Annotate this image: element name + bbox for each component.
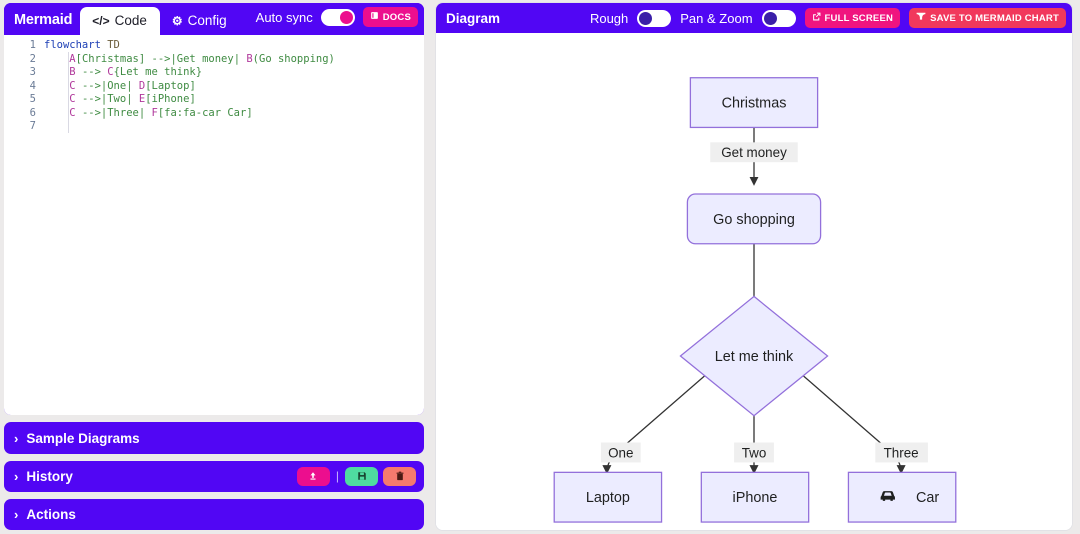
svg-text:Two: Two (742, 445, 767, 460)
line-number: 1 (29, 39, 36, 51)
editor-card: Mermaid </> Code ⚙ Config Auto sync (4, 3, 424, 416)
app-brand: Mermaid (14, 12, 73, 28)
chevron-right-icon: › (14, 430, 19, 446)
code-line[interactable]: flowchart TD (44, 39, 120, 51)
book-icon (370, 11, 379, 23)
code-line[interactable]: A[Christmas] -->|Get money| B(Go shoppin… (69, 52, 335, 65)
tab-config-label: Config (187, 13, 227, 28)
line-number: 2 (29, 52, 36, 65)
pan-zoom-label: Pan & Zoom (680, 10, 753, 26)
divider: | (335, 469, 339, 484)
diagram-header: Diagram Rough Pan & Zoom FULL SCREEN (436, 3, 1072, 33)
full-screen-label: FULL SCREEN (824, 12, 894, 24)
svg-text:Car: Car (916, 490, 939, 506)
diagram-title: Diagram (446, 10, 501, 26)
tab-code[interactable]: </> Code (80, 7, 160, 35)
save-button[interactable] (345, 466, 378, 486)
svg-text:Laptop: Laptop (586, 490, 630, 506)
save-to-mermaid-chart-label: SAVE TO MERMAID CHART (930, 12, 1059, 24)
svg-text:iPhone: iPhone (733, 490, 778, 506)
delete-button[interactable] (383, 466, 416, 486)
docs-button[interactable]: DOCS (362, 7, 418, 27)
car-icon (880, 491, 895, 501)
svg-text:One: One (608, 445, 633, 460)
rough-label: Rough (589, 10, 629, 26)
code-line[interactable]: C -->|One| D[Laptop] (69, 79, 196, 92)
rough-toggle[interactable] (637, 9, 672, 27)
editor-header: Mermaid </> Code ⚙ Config Auto sync (4, 3, 424, 35)
diagram-pane: Diagram Rough Pan & Zoom FULL SCREEN (436, 0, 1076, 534)
code-line[interactable] (44, 120, 424, 134)
code-icon: </> (92, 13, 110, 28)
diagram-card: Diagram Rough Pan & Zoom FULL SCREEN (436, 3, 1072, 530)
chevron-right-icon: › (14, 468, 19, 484)
accordion-actions[interactable]: › Actions (4, 498, 424, 531)
node-go-shopping[interactable]: Go shopping (686, 193, 822, 245)
code-line[interactable]: B --> C{Let me think} (69, 66, 203, 78)
accordion-history-label: History (26, 468, 73, 484)
node-let-me-think[interactable]: Let me think (679, 295, 829, 417)
code-line[interactable]: C -->|Two| E[iPhone] (69, 93, 196, 105)
edge-label-two: Two (734, 442, 774, 463)
edge-label-three: Three (875, 442, 928, 463)
accordion-history[interactable]: › History | (4, 460, 424, 492)
diagram-canvas[interactable]: Get money One Two Three (436, 33, 1072, 530)
svg-text:Go shopping: Go shopping (713, 212, 795, 228)
chevron-right-icon: › (14, 506, 19, 522)
line-number: 6 (29, 106, 36, 119)
save-to-mermaid-chart-button[interactable]: SAVE TO MERMAID CHART (909, 8, 1066, 28)
code-line[interactable]: C -->|Three| F[fa:fa-car Car] (69, 106, 253, 119)
toggle-knob (763, 11, 777, 25)
full-screen-button[interactable]: FULL SCREEN (804, 8, 901, 28)
indent-guide (68, 52, 69, 133)
editor-header-actions: Auto sync DOCS (256, 7, 418, 27)
auto-sync-label: Auto sync (255, 9, 313, 25)
accordion-actions-label: Actions (26, 506, 76, 522)
history-actions: | (296, 466, 416, 486)
toggle-knob (639, 11, 653, 25)
node-christmas[interactable]: Christmas (689, 77, 819, 129)
gear-icon: ⚙ (171, 13, 183, 28)
diagram-header-actions: Rough Pan & Zoom FULL SCREEN (590, 8, 1066, 28)
auto-sync-toggle[interactable] (320, 8, 355, 26)
line-number: 7 (29, 120, 36, 132)
node-iphone[interactable]: iPhone (700, 471, 810, 523)
pan-zoom-toggle[interactable] (761, 9, 796, 27)
node-car[interactable]: Car (847, 471, 957, 523)
line-number: 3 (29, 66, 36, 78)
code-text-area[interactable]: flowchart TD A[Christmas] -->|Get money|… (44, 35, 424, 415)
tab-code-label: Code (114, 13, 147, 28)
toggle-knob (339, 10, 353, 24)
line-number: 4 (29, 79, 36, 92)
svg-text:Get money: Get money (721, 145, 787, 160)
external-link-icon (812, 12, 821, 24)
flowchart-svg: Get money One Two Three (553, 77, 957, 523)
node-laptop[interactable]: Laptop (553, 471, 663, 523)
svg-text:Let me think: Let me think (715, 349, 794, 365)
edge-label-one: One (600, 442, 641, 463)
upload-button[interactable] (296, 466, 330, 486)
accordion-sample-diagrams[interactable]: › Sample Diagrams (4, 422, 424, 454)
svg-text:Christmas: Christmas (722, 96, 787, 112)
editor-pane: Mermaid </> Code ⚙ Config Auto sync (0, 0, 426, 534)
line-number: 5 (29, 93, 36, 105)
mermaid-logo-icon (916, 12, 926, 24)
tab-config[interactable]: ⚙ Config (160, 7, 240, 35)
svg-text:Three: Three (884, 445, 919, 460)
accordion-sample-diagrams-label: Sample Diagrams (26, 430, 140, 446)
docs-button-label: DOCS (382, 11, 411, 23)
edge-label-get-money: Get money (710, 142, 798, 163)
